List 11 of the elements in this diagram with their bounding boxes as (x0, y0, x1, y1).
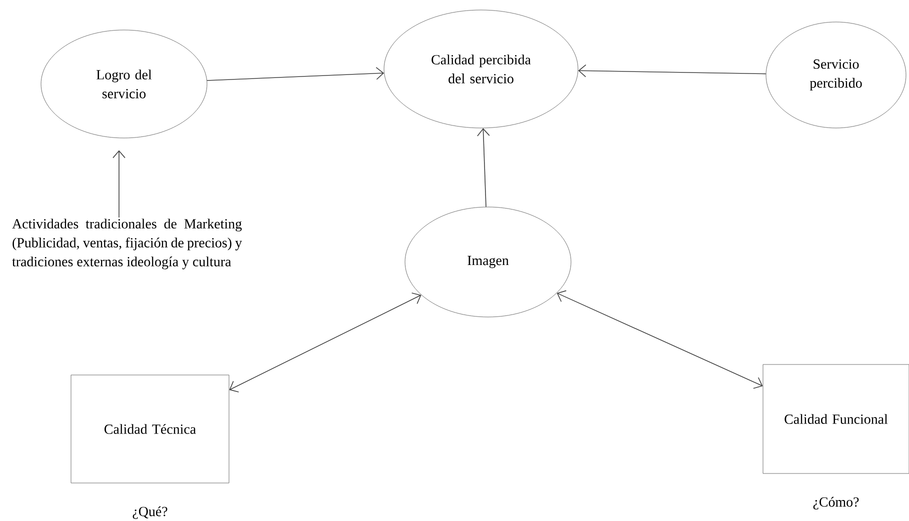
beside-text: ¿Cómo? (813, 496, 859, 510)
beside-text: ¿Qué? (132, 506, 168, 519)
arrow (112, 150, 126, 218)
quality-box: Calidad Técnica (70, 374, 230, 484)
arrow (229, 292, 422, 392)
arrow (477, 128, 490, 208)
note-text: Actividades tradicionales de Marketing (Publicidad, ventas, fijación de precios) y tradiciones externas ideología y cultura (12, 218, 242, 270)
arrow (578, 64, 766, 78)
arrow (556, 290, 763, 389)
arrow (206, 67, 384, 81)
quality-box: Calidad Funcional (762, 364, 909, 474)
